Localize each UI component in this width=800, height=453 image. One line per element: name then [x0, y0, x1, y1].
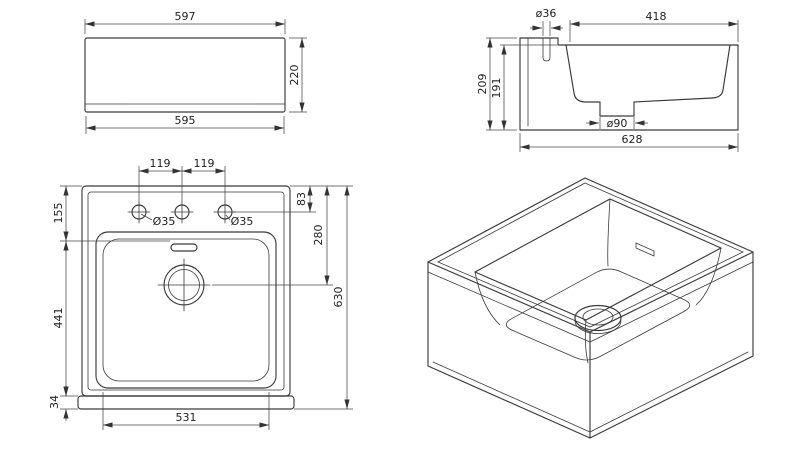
dim-section-height-total: 209	[476, 74, 489, 95]
dim-top-to-basin: 155	[52, 203, 65, 224]
dim-front-width-top: 597	[175, 10, 196, 23]
dim-section-height-inner: 191	[490, 78, 503, 99]
dim-hole-spacing-right: 119	[194, 157, 215, 170]
section-outline	[519, 37, 739, 131]
iso-base-line-right	[589, 351, 749, 433]
dim-hole-dia-right: Ø35	[231, 215, 254, 228]
dim-hole-dia-left: Ø35	[153, 215, 176, 228]
dim-top-to-drain: 280	[312, 225, 325, 246]
dim-front-height: 220	[288, 65, 301, 86]
dim-bottom-width: 531	[176, 411, 197, 424]
front-outline	[84, 37, 286, 113]
dim-total-depth: 630	[332, 287, 345, 308]
dim-drain-dia: ø90	[607, 117, 628, 130]
front-view: 597 220 595	[84, 10, 307, 134]
plan-rim-line	[87, 191, 285, 391]
dim-front-width-bottom: 595	[175, 114, 196, 127]
dim-section-top-length: 418	[646, 10, 667, 23]
basin-floor-line	[102, 238, 270, 382]
plan-view: 119 119 Ø35 Ø35 155 441 34 83 280 630	[48, 157, 353, 430]
iso-rim-lip-right	[589, 261, 754, 343]
front-lip	[77, 395, 295, 410]
iso-basin-floor	[505, 268, 691, 361]
iso-rim-inner	[437, 182, 744, 328]
basin-opening	[95, 231, 277, 389]
iso-base-line-left	[432, 361, 591, 433]
dim-top-to-hole-axis: 83	[295, 192, 308, 206]
overflow-slot	[170, 243, 198, 252]
basin-cavity-profile	[565, 44, 731, 117]
overflow-channel	[542, 37, 551, 62]
dim-lip: 34	[48, 395, 61, 409]
iso-overflow-slot	[635, 242, 655, 257]
section-view: ø36 418 209 191 ø90 628	[476, 7, 739, 152]
isometric-view	[427, 177, 754, 439]
iso-drain-lip	[574, 320, 622, 334]
iso-drain-inner	[582, 308, 614, 326]
dim-overflow-dia: ø36	[536, 7, 557, 20]
dim-basin-side: 441	[52, 308, 65, 329]
iso-drain-outer	[574, 304, 622, 332]
dim-section-width-total: 628	[622, 133, 643, 146]
dim-hole-spacing-left: 119	[150, 157, 171, 170]
iso-rim-lip-left	[427, 271, 591, 343]
iso-rim-outer	[427, 177, 754, 333]
